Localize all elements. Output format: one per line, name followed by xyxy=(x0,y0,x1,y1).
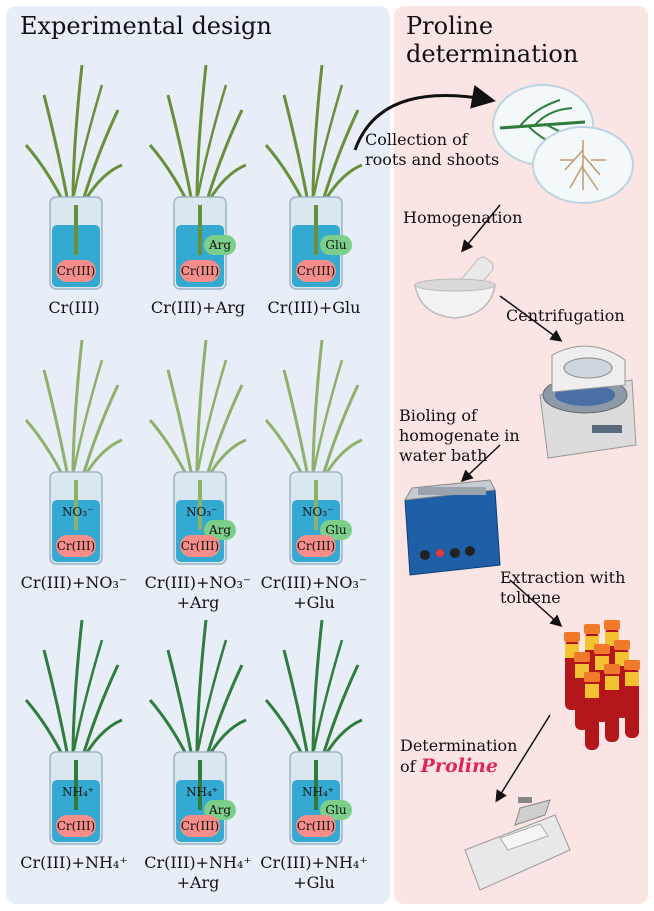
amino-acid-badge: Arg xyxy=(204,800,236,820)
treatment-label: Cr(III) xyxy=(48,298,100,317)
step-extraction-line1: Extraction with xyxy=(500,568,626,587)
treatment-label-line2: +Glu xyxy=(293,593,335,612)
step-centrifugation: Centrifugation xyxy=(506,306,625,325)
treatment-label: Cr(III)+NO₃⁻ xyxy=(260,573,368,592)
step-determination-line2: of Proline xyxy=(400,756,498,777)
water-bath-icon xyxy=(404,479,501,576)
step-determination-line1: Determination xyxy=(400,736,518,755)
tube xyxy=(584,672,600,750)
extraction-tubes-icon xyxy=(564,620,640,750)
chromium-badge: Cr(III) xyxy=(56,260,96,282)
amino-acid-badge: Glu xyxy=(320,235,352,255)
treatment-label: Cr(III)+NO₃⁻ xyxy=(144,573,252,592)
arrow-to-determination xyxy=(495,714,551,803)
treatment-label: Cr(III)+NH₄⁺ xyxy=(144,853,252,872)
proline-title-line2: determination xyxy=(406,40,579,68)
nitrogen-ion-label: NO₃⁻ xyxy=(302,505,334,519)
chromium-badge: Cr(III) xyxy=(296,260,336,282)
step-determination-of: of xyxy=(400,757,421,776)
treatment-label-line2: +Arg xyxy=(176,593,220,612)
step-collection-line2: roots and shoots xyxy=(365,150,500,169)
nitrogen-ion-label: NH₄⁺ xyxy=(186,785,219,799)
arrow-to-collection xyxy=(353,84,496,151)
chromium-badge: Cr(III) xyxy=(180,815,220,837)
nitrogen-ion-label: NO₃⁻ xyxy=(62,505,94,519)
arrow-to-extraction xyxy=(509,579,563,628)
arrow-to-water-bath xyxy=(460,444,501,483)
tube xyxy=(604,664,620,742)
mortar-pestle-icon xyxy=(414,256,496,319)
chromium-badge: Cr(III) xyxy=(56,535,96,557)
treatment-label: Cr(III)+NO₃⁻ xyxy=(20,573,128,592)
treatment-label: Cr(III)+Glu xyxy=(267,298,361,317)
treatment-cell: NO₃⁻ Cr(III) xyxy=(22,330,126,570)
treatment-label: Cr(III)+Arg xyxy=(150,298,246,317)
treatment-label: Cr(III)+NH₄⁺ xyxy=(260,853,368,872)
proline-title-line1: Proline xyxy=(406,12,494,40)
step-extraction-line2: toluene xyxy=(500,588,561,607)
treatment-label: Cr(III)+NH₄⁺ xyxy=(20,853,128,872)
step-homogenation: Homogenation xyxy=(403,208,523,227)
centrifuge-icon xyxy=(539,345,637,459)
treatment-cell: Cr(III) xyxy=(22,55,126,295)
step-boiling-line1: Bioling of xyxy=(399,406,477,425)
treatment-cell: NH₄⁺ Cr(III) xyxy=(22,610,126,850)
step-collection-line1: Collection of xyxy=(365,130,468,149)
treatment-label-line2: +Arg xyxy=(176,873,220,892)
plate-reader-icon xyxy=(464,797,571,891)
tube xyxy=(624,660,640,738)
step-boiling-line3: water bath xyxy=(399,446,488,465)
treatment-label-line2: +Glu xyxy=(293,873,335,892)
chromium-badge: Cr(III) xyxy=(296,815,336,837)
chromium-badge: Cr(III) xyxy=(296,535,336,557)
nitrogen-ion-label: NH₄⁺ xyxy=(62,785,95,799)
chromium-badge: Cr(III) xyxy=(180,260,220,282)
step-boiling-line2: homogenate in xyxy=(399,426,520,445)
nitrogen-ion-label: NO₃⁻ xyxy=(186,505,218,519)
arrow-to-centrifugation xyxy=(499,295,563,342)
chromium-badge: Cr(III) xyxy=(56,815,96,837)
nitrogen-ion-label: NH₄⁺ xyxy=(302,785,335,799)
petri-dish-roots-icon xyxy=(532,126,634,204)
proline-emphasis: Proline xyxy=(420,755,498,777)
amino-acid-badge: Arg xyxy=(204,235,236,255)
experimental-design-title: Experimental design xyxy=(20,12,272,40)
chromium-badge: Cr(III) xyxy=(180,535,220,557)
arrow-to-homogenation xyxy=(461,204,501,253)
